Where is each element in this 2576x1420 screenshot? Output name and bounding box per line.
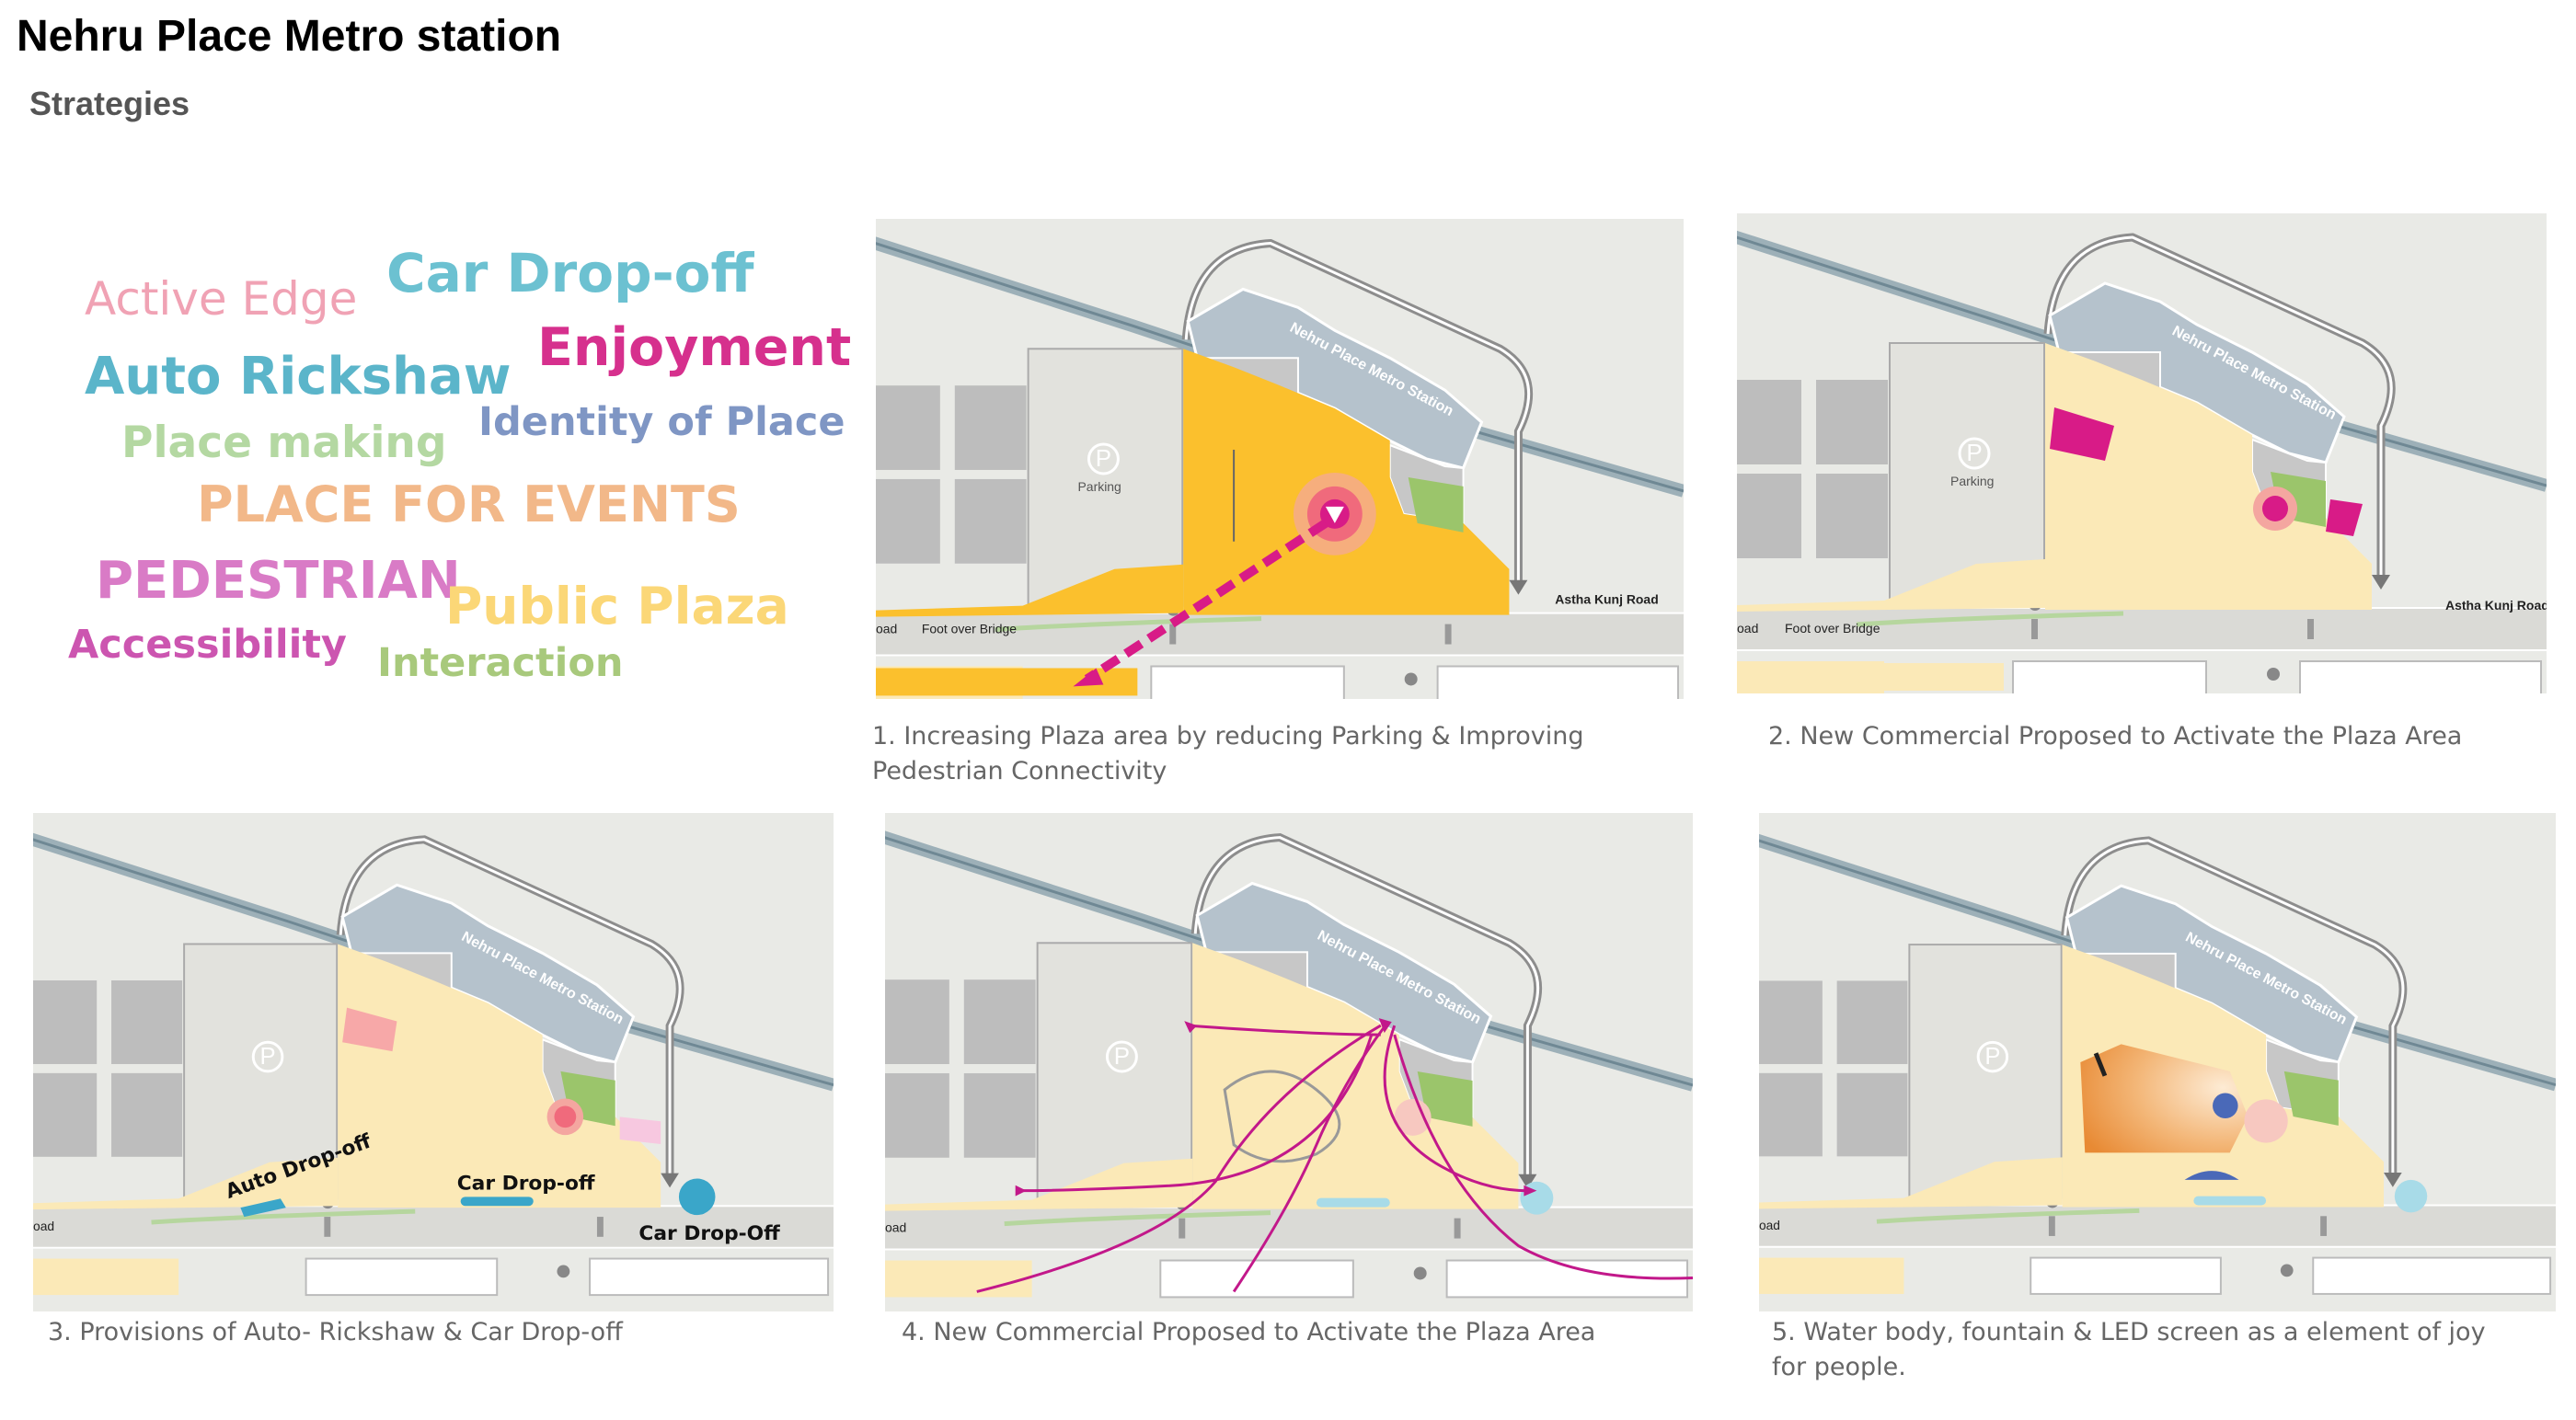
map-panel-1: P Parking Astha Kunj Road Foot over Brid…	[876, 219, 1684, 699]
word-auto-rickshaw: Auto Rickshaw	[85, 347, 512, 407]
parking-symbol: P	[1096, 446, 1111, 472]
page-title: Nehru Place Metro station	[17, 12, 562, 61]
caption-4: 4. New Commercial Proposed to Activate t…	[902, 1318, 1596, 1346]
caption-1: 1. Increasing Plaza area by reducing Par…	[872, 722, 1584, 785]
road-fragment-label: oad	[33, 1219, 54, 1233]
parking-symbol: P	[259, 1044, 275, 1070]
road-fragment-label: oad	[1759, 1219, 1780, 1232]
road-label: Astha Kunj Road	[2445, 598, 2547, 613]
word-accessibility: Accessibility	[68, 622, 347, 668]
road-fragment-label: oad	[1737, 621, 1758, 636]
parking-label: Parking	[1950, 474, 1994, 488]
parking-label: Parking	[1078, 479, 1121, 494]
word-interaction: Interaction	[377, 640, 624, 686]
page-subtitle: Strategies	[29, 85, 190, 122]
parking-symbol: P	[1114, 1044, 1130, 1070]
word-place-for-events: PLACE FOR EVENTS	[197, 475, 741, 533]
parking-symbol: P	[1966, 439, 1982, 466]
parking-symbol: P	[1984, 1044, 2000, 1070]
map-panel-5: P oad Nehru Place Metro Station	[1759, 813, 2556, 1311]
caption-5: 5. Water body, fountain & LED screen as …	[1772, 1318, 2486, 1381]
map-panel-4: P oad Nehru Place Metro Station	[885, 813, 1693, 1311]
car-dropoff-label: Car Drop-off	[457, 1172, 595, 1195]
word-place-making: Place making	[121, 418, 447, 468]
road-fragment-label: oad	[876, 622, 897, 636]
road-fragment-label: oad	[885, 1220, 906, 1235]
word-identity-of-place: Identity of Place	[478, 399, 845, 445]
car-dropoff-2-label: Car Drop-Off	[638, 1222, 780, 1245]
road-label: Astha Kunj Road	[1555, 592, 1658, 607]
caption-2: 2. New Commercial Proposed to Activate t…	[1768, 722, 2463, 750]
bridge-label: Foot over Bridge	[922, 622, 1017, 636]
word-enjoyment: Enjoyment	[537, 317, 852, 378]
map-panel-2: P Parking Astha Kunj Road Foot over Brid…	[1737, 213, 2547, 693]
word-pedestrian: PEDESTRIAN	[96, 551, 461, 611]
map-panel-3: P Auto Drop-off Car Drop-off Car Drop-Of…	[33, 813, 834, 1311]
word-car-drop-off: Car Drop-off	[386, 242, 754, 304]
bridge-label: Foot over Bridge	[1785, 621, 1880, 636]
word-active-edge: Active Edge	[85, 272, 358, 326]
caption-3: 3. Provisions of Auto- Rickshaw & Car Dr…	[48, 1318, 623, 1346]
word-public-plaza: Public Plaza	[445, 577, 789, 636]
